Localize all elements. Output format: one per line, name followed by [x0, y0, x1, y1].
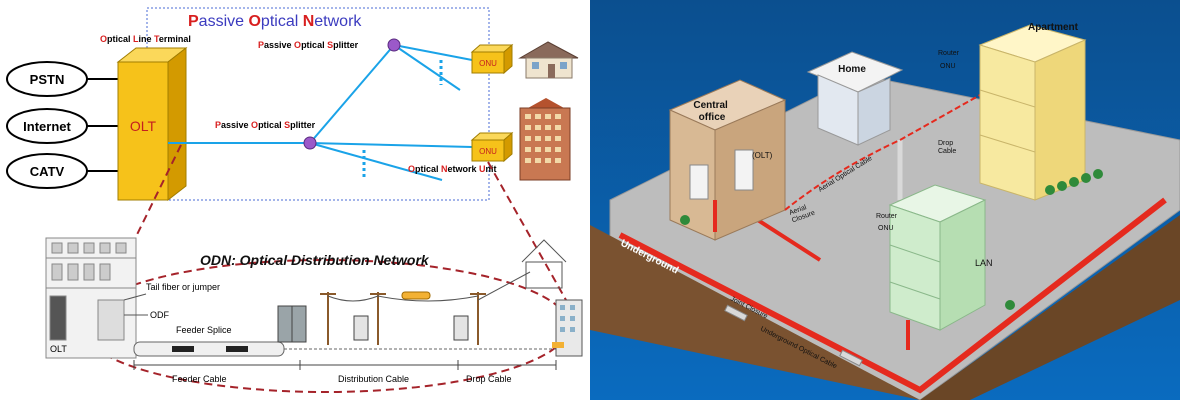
odn-boundary: [80, 259, 570, 393]
splitter-top: [387, 38, 401, 52]
lan-building: [888, 184, 987, 331]
feeder-cable-pipe: [133, 341, 285, 357]
olt-small-label: OLT: [50, 344, 67, 354]
feeder-cable-label: Feeder Cable: [172, 374, 227, 384]
trees: [680, 169, 1103, 310]
olt-title: Optical Line Terminal: [100, 34, 191, 44]
pon-diagram: Passive Optical Network Optical Line Ter…: [6, 7, 583, 393]
splitter-top-label: Passive Optical Splitter: [258, 40, 359, 50]
drop-cable-right-label: Drop Cable: [938, 140, 956, 155]
tall-building: [552, 299, 583, 357]
router-label-2: Router: [876, 213, 898, 220]
drop-cable-label: Drop Cable: [466, 374, 512, 384]
onu-label-2: ONU: [878, 225, 894, 232]
svg-text:Internet: Internet: [23, 119, 71, 134]
ftth-illustration-panel: Central office (OLT) Home Aerial Optical…: [590, 0, 1180, 400]
olt-box: OLT: [116, 46, 188, 202]
service-catv: CATV: [6, 153, 88, 189]
splitter-mid-label: Passive Optical Splitter: [215, 120, 316, 130]
router-label-1: Router: [938, 50, 960, 57]
service-internet: Internet: [6, 108, 88, 144]
onu-title: Optical Network Unit: [408, 164, 497, 174]
odf-label: ODF: [150, 310, 170, 320]
olt-right-label: (OLT): [752, 151, 773, 160]
pon-title: Passive Optical Network: [188, 13, 362, 30]
ground-front: [590, 225, 920, 400]
svg-text:ONU: ONU: [479, 59, 497, 68]
tail-fiber-label: Tail fiber or jumper: [146, 282, 220, 292]
pon-diagram-panel: Passive Optical Network Optical Line Ter…: [0, 0, 590, 400]
aerial-cable: [784, 94, 981, 211]
svg-text:OLT: OLT: [130, 118, 157, 134]
onu-label-1: ONU: [940, 63, 956, 70]
distribution-cable-label: Distribution Cable: [338, 374, 409, 384]
onu-top: ONU: [470, 43, 514, 75]
poles: [320, 292, 486, 345]
splitter-mid: [303, 136, 317, 150]
central-office: [668, 79, 787, 241]
cabinet: [277, 305, 307, 343]
house-outline: [521, 239, 567, 289]
lan-label: LAN: [975, 258, 993, 268]
home-building: [806, 51, 904, 146]
service-pstn: PSTN: [6, 61, 88, 97]
apartment-label: Apartment: [1028, 22, 1079, 33]
ftth-illustration: Central office (OLT) Home Aerial Optical…: [590, 0, 1180, 400]
home-label: Home: [838, 64, 866, 75]
house-icon: [518, 41, 579, 79]
odn-title: ODN: Optical Distribution Network: [200, 252, 430, 268]
svg-text:CATV: CATV: [30, 164, 65, 179]
svg-text:ONU: ONU: [479, 147, 497, 156]
central-office-label: Central office: [693, 100, 730, 123]
underground-cable: [618, 197, 1167, 394]
building-icon: [519, 98, 571, 181]
apartment-building: [978, 24, 1087, 201]
central-office-sketch: [45, 237, 137, 359]
onu-mid: ONU: [470, 131, 514, 163]
svg-text:PSTN: PSTN: [30, 72, 65, 87]
feeder-splice-label: Feeder Splice: [176, 325, 232, 335]
